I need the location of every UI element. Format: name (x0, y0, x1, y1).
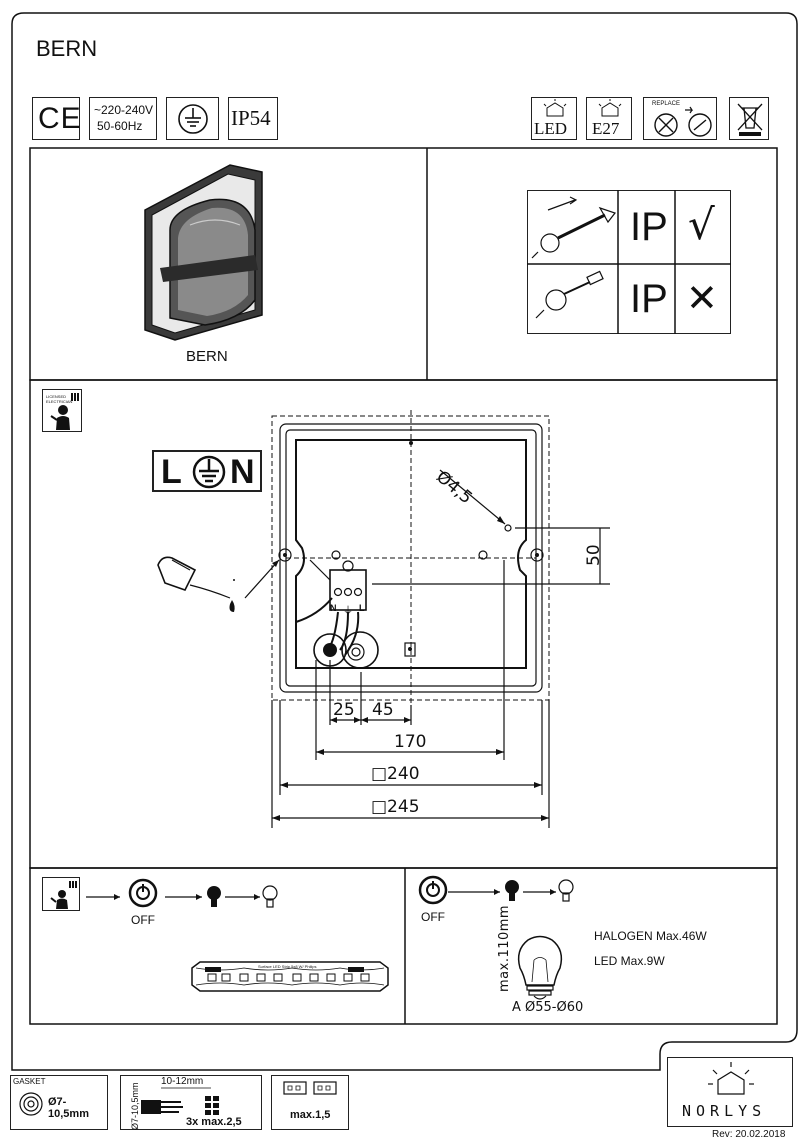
licensed-electrician-badge: LICENSED ELECTRICIAN (42, 389, 82, 432)
gasket-icon (19, 1092, 43, 1116)
a-shape-bulb-icon (517, 935, 563, 1000)
ce-mark: CE (32, 97, 81, 140)
electrician-icon (50, 393, 79, 430)
cross-icon: ✕ (686, 276, 718, 320)
ip-row2-label: IP (630, 277, 668, 321)
terminal-block-icon (283, 1081, 337, 1095)
screwdriver-icon (535, 270, 604, 319)
page-title: BERN (36, 36, 98, 61)
led-strip-icon (191, 961, 389, 992)
dim-170: 170 (394, 732, 427, 752)
terminal-earth-label: ⏚ (343, 606, 353, 617)
wrench-tighten-icon (531, 196, 616, 259)
electrician-icon (50, 881, 77, 909)
licensed-electrician-badge (42, 877, 80, 911)
led-strip-text: Surface LED Strip 5x8 W/ Philips (258, 964, 317, 969)
mounting-drawing (157, 410, 610, 828)
power-off-icon (418, 875, 448, 905)
stripped-cable-icon (141, 1087, 219, 1115)
replace-box: REPLACE (643, 97, 717, 140)
crossed-bin-icon (737, 103, 763, 136)
gasket-box: GASKET Ø7-10,5mm (10, 1075, 108, 1130)
bulb-diameter: A Ø55-Ø60 (512, 1000, 584, 1015)
ip-table-grid (527, 190, 731, 334)
dim-25: 25 (333, 700, 355, 720)
weee-box (729, 97, 769, 140)
lon-terminal-label: L N (152, 450, 262, 492)
norlys-logo-icon (708, 1062, 754, 1095)
dim-245: □245 (371, 797, 420, 817)
ip-row1-label: IP (630, 205, 668, 249)
lamp-house-icon (598, 99, 622, 117)
power-off-icon (128, 878, 158, 908)
e27-source-box: E27 (586, 97, 632, 140)
terminal-box: max.1,5 (271, 1075, 349, 1130)
led-source-box: LED (531, 97, 577, 140)
product-caption: BERN (186, 348, 228, 365)
terminal-n-label: N (330, 603, 337, 613)
hot-bulb-icon (207, 886, 221, 907)
product-illustration (144, 164, 263, 341)
max-height-label: max.110mm (497, 904, 512, 992)
dim-45: 45 (372, 700, 394, 720)
led-rating: LED Max.9W (594, 954, 665, 968)
terminal-l-label: L (359, 603, 365, 613)
earth-icon (178, 104, 208, 134)
lamp-house-icon (543, 99, 567, 117)
halogen-rating: HALOGEN Max.46W (594, 929, 707, 943)
cold-bulb-icon (262, 885, 278, 908)
check-icon: √ (688, 200, 715, 249)
revision-date: Rev: 20.02.2018 (712, 1129, 786, 1140)
ip-rating-box: IP54 (228, 97, 278, 140)
switch-off-sequence (86, 875, 574, 1000)
earth-symbol-box (166, 97, 219, 140)
hot-bulb-icon (505, 880, 519, 901)
off-label-left: OFF (131, 913, 155, 927)
off-label-right: OFF (421, 910, 445, 924)
brand-logo-box: NORLYS (667, 1057, 793, 1127)
earth-icon (192, 455, 226, 489)
voltage-box: ~220-240V 50-60Hz (89, 97, 157, 140)
cold-bulb-icon (558, 879, 574, 902)
dim-240: □240 (371, 764, 420, 784)
ip-table (527, 190, 731, 334)
replace-tools-icon (654, 106, 712, 137)
cable-strip-box: 10-12mm Ø7-10,5mm 3x max.2,5 (120, 1075, 262, 1130)
